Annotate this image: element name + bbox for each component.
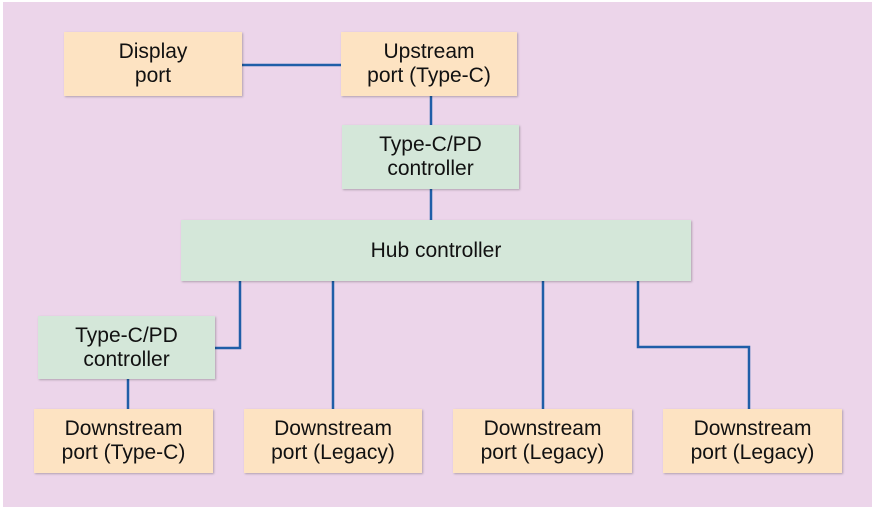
- downstream-legacy-2-label-line1: Downstream: [483, 417, 602, 440]
- downstream-legacy-port-box-1: Downstream port (Legacy): [244, 409, 422, 473]
- display-port-label-line2: port: [134, 64, 172, 87]
- upper-pd-controller-label-line2: controller: [387, 157, 474, 180]
- connector-hub-downstream-legacy-3: [636, 281, 751, 409]
- upstream-port-label-line1: Upstream: [383, 40, 475, 63]
- display-port-label-line1: Display: [118, 40, 188, 63]
- downstream-legacy-1-label-line1: Downstream: [274, 417, 392, 440]
- downstream-typec-label-line2: port (Type-C): [61, 441, 186, 464]
- downstream-legacy-port-box-3: Downstream port (Legacy): [663, 409, 842, 473]
- lower-pd-controller-label-line2: controller: [83, 347, 170, 371]
- connector-hub-lower-pdcontroller: [215, 281, 242, 350]
- downstream-legacy-2-label-line2: port (Legacy): [480, 441, 605, 464]
- downstream-legacy-port-box-2: Downstream port (Legacy): [453, 409, 632, 473]
- downstream-legacy-1-label-line2: port (Legacy): [271, 441, 395, 464]
- upper-pd-controller-label-line1: Type-C/PD: [379, 133, 482, 156]
- downstream-typec-port-box: Downstream port (Type-C): [34, 409, 213, 473]
- hub-controller-box: Hub controller: [181, 220, 691, 281]
- upstream-port-label-line2: port (Type-C): [367, 64, 491, 87]
- display-port-box: Display port: [64, 32, 242, 96]
- lower-pd-controller-label-line1: Type-C/PD: [75, 323, 178, 347]
- downstream-typec-label-line1: Downstream: [64, 417, 183, 440]
- upper-pd-controller-box: Type-C/PD controller: [342, 125, 519, 189]
- lower-pd-controller-box: Type-C/PD controller: [38, 316, 215, 379]
- downstream-legacy-3-label-line2: port (Legacy): [690, 441, 815, 464]
- hub-controller-label: Hub controller: [370, 238, 502, 262]
- downstream-legacy-3-label-line1: Downstream: [693, 417, 812, 440]
- upstream-port-box: Upstream port (Type-C): [341, 32, 517, 96]
